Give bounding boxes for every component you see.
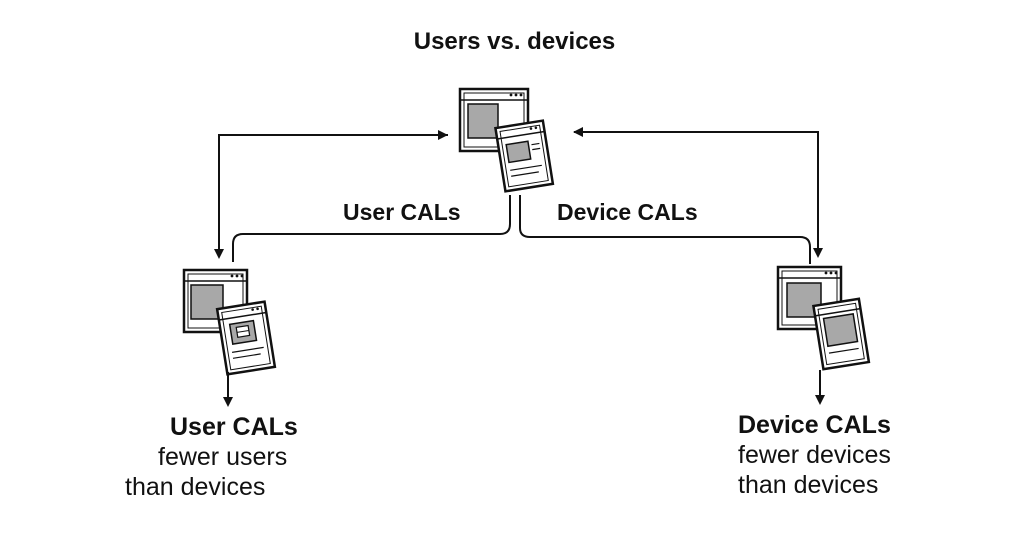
user-cals-branch (232, 195, 511, 262)
device-cals-result-line-1: fewer devices (738, 441, 891, 469)
user-cals-result-line-1: fewer users (158, 443, 288, 471)
right-front-window (812, 297, 871, 371)
left-up-connector (214, 134, 448, 259)
device-cals-result-heading: Device CALs (738, 411, 891, 439)
left-window-stack-icon (182, 268, 277, 376)
left-back-window (182, 268, 249, 334)
top-window-stack-icon (458, 87, 555, 193)
user-cals-result-line-2: than devices (125, 473, 266, 501)
device-cals-label: Device CALs (557, 199, 698, 225)
device-cals-branch (519, 195, 811, 264)
top-back-window (458, 87, 530, 153)
user-cals-result: User CALs fewer users than devices (125, 412, 298, 502)
user-cals-label: User CALs (343, 199, 461, 225)
device-cals-result-line-2: than devices (738, 471, 879, 499)
left-front-window (215, 300, 277, 376)
top-front-window (494, 119, 555, 193)
diagram-title: Users vs. devices (413, 28, 616, 55)
device-cals-result: Device CALs fewer devices than devices (738, 410, 891, 500)
user-cals-result-heading: User CALs (170, 413, 298, 441)
right-window-stack-icon (776, 265, 871, 371)
